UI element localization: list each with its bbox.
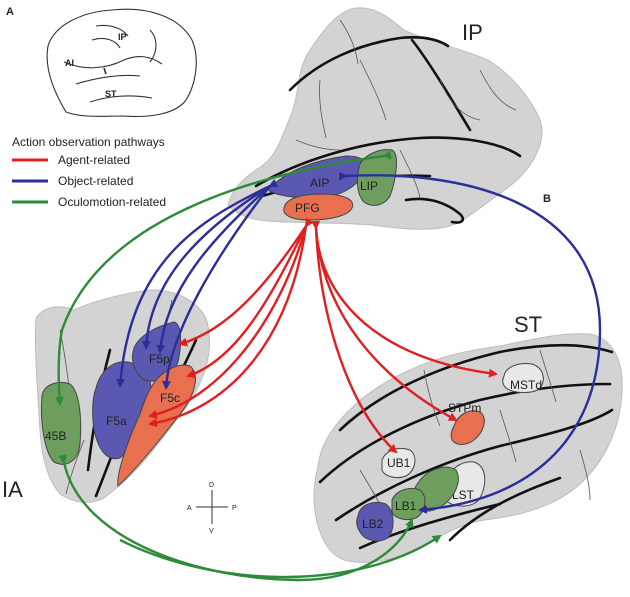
pathway-pfg-f5p — [178, 217, 314, 347]
area-stpm — [450, 410, 485, 445]
area-lb1-label: LB1 — [395, 499, 417, 513]
compass-d: D — [209, 482, 214, 489]
compass-a: A — [187, 505, 192, 512]
area-pfg-label: PFG — [295, 201, 320, 215]
compass-p: P — [232, 505, 237, 512]
pathway-pfg-f5c-1 — [186, 225, 308, 379]
pathway-pfg-f5c-3 — [148, 225, 308, 428]
area-mstd-label: MSTd — [510, 378, 542, 392]
agent-pathways — [148, 217, 498, 454]
area-ub1-label: UB1 — [387, 456, 411, 470]
panel-a-label: A — [6, 6, 14, 18]
st-region-label: ST — [514, 312, 542, 337]
legend-agent-label: Agent-related — [58, 153, 130, 167]
brain-inset — [46, 8, 197, 117]
pathway-pfg-ub1 — [314, 227, 398, 454]
pathway-aip-lb1 — [338, 171, 602, 514]
orientation-compass — [196, 490, 228, 524]
area-f5c-label: F5c — [160, 391, 180, 405]
inset-ai-label: AI — [65, 58, 74, 68]
area-stpm-label: STPm — [448, 401, 481, 415]
legend-title: Action observation pathways — [12, 135, 165, 149]
panel-b-label: B — [543, 193, 551, 205]
compass-v: V — [209, 528, 214, 535]
area-lst-label: LST — [452, 488, 475, 502]
legend-oculomotion-label: Oculomotion-related — [58, 195, 166, 209]
area-45b-label: 45B — [45, 429, 66, 443]
area-f5a-label: F5a — [106, 414, 127, 428]
legend-object: Object-related — [12, 174, 133, 188]
area-f5p-label: F5p — [149, 352, 170, 366]
inset-st-label: ST — [105, 89, 117, 99]
oculomotion-pathways — [54, 150, 442, 582]
pathway-aip-f5a — [116, 178, 279, 388]
pathway-45b-lb2 — [119, 534, 442, 579]
legend-object-label: Object-related — [58, 174, 133, 188]
inset-ip-label: IP — [118, 32, 127, 42]
pathway-lip-45b — [54, 150, 392, 406]
legend-oculomotion: Oculomotion-related — [12, 195, 166, 209]
area-aip-label: AIP — [310, 176, 329, 190]
area-lb2-label: LB2 — [362, 517, 384, 531]
pathway-pfg-stpm — [314, 227, 458, 422]
area-lip-label: LIP — [360, 179, 378, 193]
legend-agent: Agent-related — [12, 153, 130, 167]
area-mstd — [502, 363, 544, 393]
pathway-pfg-f5c-2 — [148, 225, 308, 419]
ip-region-label: IP — [462, 20, 483, 45]
ia-region-label: IA — [2, 477, 23, 502]
pathway-45b-lb1 — [58, 454, 414, 582]
